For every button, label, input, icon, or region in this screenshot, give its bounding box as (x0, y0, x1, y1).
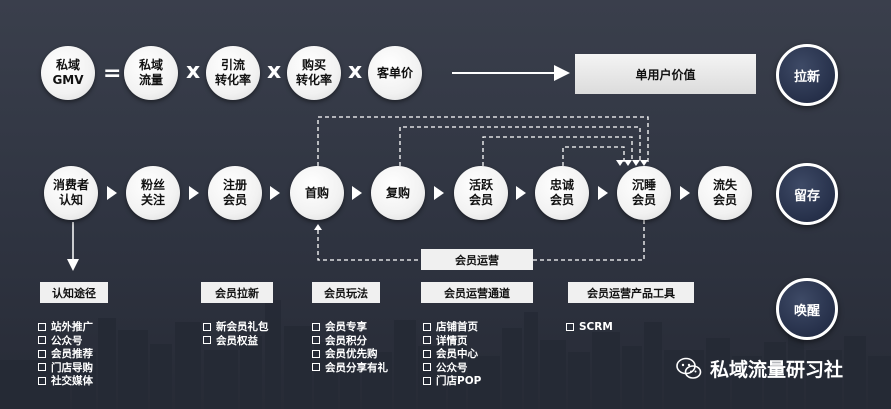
list-item: 公众号 (423, 361, 481, 375)
stage-retention: 留存 (776, 163, 838, 225)
square-bullet-icon (203, 336, 211, 345)
operation-channel-list: 店铺首页 详情页 会员中心 公众号 门店POP (423, 320, 481, 388)
list-item: 社交媒体 (38, 374, 93, 388)
loop-repeat-purchase (399, 126, 641, 166)
arrow-7 (598, 186, 608, 200)
loop-first-purchase (317, 116, 649, 166)
square-bullet-icon (38, 349, 46, 358)
node-private-gmv: 私域 GMV (41, 46, 95, 100)
square-bullet-icon (423, 376, 431, 385)
square-bullet-icon (312, 336, 320, 345)
list-item: 会员专享 (312, 320, 388, 334)
square-bullet-icon (423, 363, 431, 372)
node-active-member: 活跃 会员 (454, 166, 508, 220)
member-acquisition-list: 新会员礼包 会员权益 (203, 320, 269, 347)
value-per-user-box: 单用户价值 (575, 54, 756, 94)
stage-reactivation: 唤醒 (776, 278, 838, 340)
square-bullet-icon (38, 363, 46, 372)
category-awareness-channels: 认知途径 (40, 282, 108, 303)
square-bullet-icon (312, 363, 320, 372)
member-play-list: 会员专享 会员积分 会员优先购 会员分享有礼 (312, 320, 388, 374)
list-item: 公众号 (38, 334, 93, 348)
square-bullet-icon (312, 349, 320, 358)
stage-acquisition: 拉新 (776, 44, 838, 106)
square-bullet-icon (203, 322, 211, 331)
list-item: 店铺首页 (423, 320, 481, 334)
category-member-play: 会员玩法 (312, 282, 380, 303)
brand-name: 私域流量研习社 (710, 359, 844, 381)
node-dormant-member: 沉睡 会员 (617, 166, 671, 220)
list-item: 会员权益 (203, 334, 269, 348)
square-bullet-icon (423, 322, 431, 331)
node-private-traffic: 私域 流量 (124, 46, 178, 100)
multiply-sign-3: x (348, 59, 363, 84)
loop-loyal-member (562, 146, 625, 166)
arrow-8 (680, 186, 690, 200)
operation-tool-list: SCRM (566, 320, 613, 334)
list-item: 会员分享有礼 (312, 361, 388, 375)
list-item: 门店POP (423, 374, 481, 388)
arrow-6 (516, 186, 526, 200)
node-average-order-value: 客单价 (368, 46, 422, 100)
list-item: 门店导购 (38, 361, 93, 375)
node-loyal-member: 忠诚 会员 (535, 166, 589, 220)
square-bullet-icon (38, 322, 46, 331)
arrow-5 (434, 186, 444, 200)
node-fan-follow: 粉丝 关注 (126, 166, 180, 220)
node-consumer-awareness: 消费者 认知 (44, 166, 98, 220)
square-bullet-icon (566, 322, 574, 331)
list-item: 站外推广 (38, 320, 93, 334)
category-operation-channels: 会员运营通道 (421, 282, 533, 303)
category-member-acquisition: 会员拉新 (201, 282, 273, 303)
square-bullet-icon (423, 336, 431, 345)
multiply-sign-2: x (267, 59, 282, 84)
awareness-channel-list: 站外推广 公众号 会员推荐 门店导购 社交媒体 (38, 320, 93, 388)
arrow-2 (189, 186, 199, 200)
node-purchase-conversion: 购买 转化率 (287, 46, 341, 100)
node-churned-member: 流失 会员 (698, 166, 752, 220)
square-bullet-icon (38, 336, 46, 345)
square-bullet-icon (423, 349, 431, 358)
member-operations-label: 会员运营 (421, 249, 533, 270)
brand-watermark: 私域流量研习社 (676, 355, 843, 382)
node-traffic-conversion: 引流 转化率 (206, 46, 260, 100)
multiply-sign-1: x (186, 59, 201, 84)
equals-sign: = (103, 61, 122, 86)
list-item: 会员积分 (312, 334, 388, 348)
square-bullet-icon (38, 376, 46, 385)
node-first-purchase: 首购 (290, 166, 344, 220)
list-item: 会员优先购 (312, 347, 388, 361)
loop-active-member (482, 136, 633, 166)
arrow-4 (352, 186, 362, 200)
node-register-member: 注册 会员 (208, 166, 262, 220)
square-bullet-icon (312, 322, 320, 331)
arrow-3 (270, 186, 280, 200)
list-item: 会员推荐 (38, 347, 93, 361)
list-item: SCRM (566, 320, 613, 334)
node-repeat-purchase: 复购 (371, 166, 425, 220)
list-item: 会员中心 (423, 347, 481, 361)
list-item: 详情页 (423, 334, 481, 348)
list-item: 新会员礼包 (203, 320, 269, 334)
category-operation-tools: 会员运营产品工具 (568, 282, 694, 303)
arrow-1 (107, 186, 117, 200)
wechat-icon (676, 357, 702, 379)
